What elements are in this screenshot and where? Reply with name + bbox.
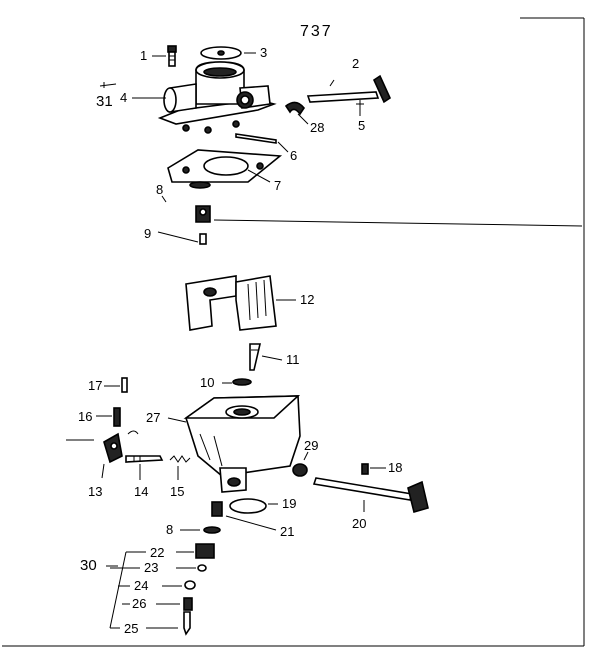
part-21-plug bbox=[211, 501, 277, 531]
part-10-clip bbox=[222, 378, 252, 386]
callout-27: 27 bbox=[146, 410, 160, 425]
callout-10: 10 bbox=[200, 375, 214, 390]
part-12-float bbox=[185, 275, 296, 331]
callout-19: 19 bbox=[282, 496, 296, 511]
callout-13: 13 bbox=[88, 484, 102, 499]
callout-11: 11 bbox=[286, 352, 300, 367]
callout-26: 26 bbox=[132, 596, 146, 611]
part-8-washer-upper bbox=[161, 181, 211, 203]
part-29-plug bbox=[292, 451, 309, 477]
part-24-gasket bbox=[118, 580, 196, 590]
callout-25: 25 bbox=[124, 621, 138, 636]
page-frame bbox=[2, 17, 585, 647]
page-number: 737 bbox=[300, 23, 333, 40]
part-23-gasket bbox=[110, 564, 207, 572]
part-8-washer-lower bbox=[180, 526, 221, 534]
callout-24: 24 bbox=[134, 578, 148, 593]
part-9-fitting bbox=[157, 205, 583, 245]
bracket-30 bbox=[106, 551, 127, 629]
callout-1: 1 bbox=[140, 48, 147, 63]
callout-6: 6 bbox=[290, 148, 297, 163]
part-19-gasket bbox=[229, 498, 278, 514]
callout-31: 31 bbox=[96, 93, 113, 110]
part-5-screw bbox=[356, 100, 364, 116]
part-15-spring bbox=[169, 455, 191, 480]
part-22-fitting bbox=[126, 543, 215, 559]
callout-2: 2 bbox=[352, 56, 359, 71]
callout-17: 17 bbox=[88, 378, 102, 393]
callout-4: 4 bbox=[120, 90, 127, 105]
callout-22: 22 bbox=[150, 545, 164, 560]
part-27-float-bowl bbox=[167, 395, 301, 493]
callout-9: 9 bbox=[144, 226, 151, 241]
callout-8-upper: 8 bbox=[156, 182, 163, 197]
part-6-rod bbox=[235, 133, 289, 153]
callout-3: 3 bbox=[260, 45, 267, 60]
part-7-gasket bbox=[167, 149, 283, 183]
callout-30: 30 bbox=[80, 557, 97, 574]
callout-16: 16 bbox=[78, 409, 92, 424]
callout-14: 14 bbox=[134, 484, 148, 499]
part-14-needle bbox=[125, 455, 164, 480]
part-31-screw bbox=[99, 82, 117, 88]
part-20-choke-shaft bbox=[312, 477, 429, 513]
callout-12: 12 bbox=[300, 292, 314, 307]
part-13-idle-screw bbox=[66, 430, 139, 479]
part-3-gasket bbox=[200, 46, 256, 60]
callout-8-lower: 8 bbox=[166, 522, 173, 537]
callout-15: 15 bbox=[170, 484, 184, 499]
callout-18: 18 bbox=[388, 460, 402, 475]
part-4-throttle-body bbox=[132, 61, 277, 134]
part-28-clip bbox=[284, 101, 309, 125]
callout-20: 20 bbox=[352, 516, 366, 531]
callout-28: 28 bbox=[310, 120, 324, 135]
part-26-jet bbox=[122, 597, 193, 611]
callout-5: 5 bbox=[358, 118, 365, 133]
part-18-screw bbox=[361, 463, 386, 475]
callout-21: 21 bbox=[280, 524, 294, 539]
callout-7: 7 bbox=[274, 178, 281, 193]
part-2-throttle-shaft bbox=[306, 74, 392, 104]
part-17-screw bbox=[104, 377, 128, 393]
part-11-needle bbox=[249, 343, 283, 371]
callout-23: 23 bbox=[144, 560, 158, 575]
callout-29: 29 bbox=[304, 438, 318, 453]
part-16-spring bbox=[96, 407, 121, 427]
part-25-needle bbox=[110, 611, 191, 636]
part-1-screw bbox=[152, 45, 177, 67]
